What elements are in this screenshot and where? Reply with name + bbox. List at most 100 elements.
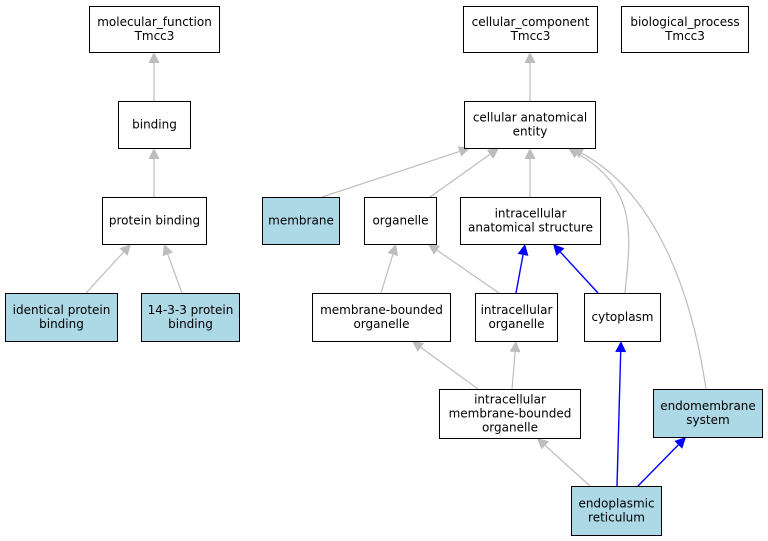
arrowhead-icon [412,341,425,352]
node-label-line: molecular_function [97,15,212,29]
node-label-line: organelle [353,317,409,331]
edge-identical-protein-binding-to-protein-binding [85,244,131,294]
node-box [460,197,601,245]
arrowhead-icon [119,244,131,256]
edge-membrane-to-cellular-anatomical-entity [321,146,470,198]
node-label-line: identical protein [13,303,111,317]
node-label-line: reticulum [588,511,645,525]
node-organelle[interactable]: organelle [364,197,437,245]
edge-cellular-anatomical-entity-to-cellular-component [524,52,536,101]
edge-intracellular-membrane-bounded-organelle-to-membrane-bounded-organelle [412,341,479,390]
edge-protein-14-3-3-binding-to-protein-binding [162,244,183,294]
node-box [463,6,598,53]
arrowhead-icon [509,341,521,353]
node-label-line: intracellular [474,393,546,407]
arrowhead-icon [148,52,160,63]
edge-line [420,346,479,390]
node-box [312,293,451,342]
edge-line [511,351,516,390]
edge-intracellular-organelle-to-intracellular-anatomical-structure [515,244,529,294]
arrowhead-icon [524,52,536,63]
node-label-line: protein binding [109,214,200,228]
node-label-line: entity [513,125,548,139]
node-membrane[interactable]: membrane [262,197,340,245]
node-label-line: anatomical structure [468,221,593,235]
arrowhead-icon [486,148,499,159]
node-label-line: intracellular [495,207,567,221]
edge-membrane-bounded-organelle-to-organelle [380,244,399,294]
node-label-line: organelle [488,317,544,331]
node-label-line: Tmcc3 [664,29,705,43]
edge-line [637,444,679,487]
node-label-line: membrane [268,214,334,228]
edge-line [85,251,125,294]
node-box [621,6,749,53]
node-label-line: organelle [482,421,538,435]
arrowhead-icon [148,148,160,159]
arrowhead-icon [428,244,441,255]
node-cytoplasm[interactable]: cytoplasm [584,293,661,342]
arrowhead-icon [674,437,686,449]
arrowhead-icon [162,244,173,257]
node-protein-binding[interactable]: protein binding [102,197,207,245]
edge-cytoplasm-to-intracellular-anatomical-structure [553,244,599,294]
node-label-line: binding [168,317,213,331]
edge-binding-to-molecular-function [148,52,160,101]
node-label-line: membrane-bounded [320,303,443,317]
edge-organelle-to-cellular-anatomical-entity [429,148,499,198]
edge-line [577,153,630,294]
edge-endoplasmic-reticulum-to-intracellular-membrane-bounded-organelle [537,438,591,487]
node-box [584,293,661,342]
node-label-line: biological_process [630,15,739,29]
node-binding[interactable]: binding [118,101,191,149]
edge-line [544,444,591,487]
arrowhead-icon [537,438,549,450]
edge-protein-binding-to-binding [148,148,160,197]
edge-line [559,251,599,294]
node-label-line: binding [132,118,177,132]
node-label-line: intracellular [481,303,553,317]
edges-layer [85,52,707,487]
edge-line [581,152,707,390]
node-box [89,6,220,53]
node-box [439,389,581,439]
node-box [653,389,763,438]
edge-endoplasmic-reticulum-to-endomembrane-system [637,437,686,487]
arrowhead-icon [524,148,536,159]
arrowhead-icon [553,244,565,256]
edge-endomembrane-system-to-cellular-anatomical-entity [572,148,707,390]
node-label-line: binding [39,317,84,331]
arrowhead-icon [572,148,585,159]
edge-line [515,254,524,294]
node-label-line: membrane-bounded [449,407,572,421]
arrowhead-icon [517,244,529,256]
node-label-line: Tmcc3 [134,29,175,43]
node-label-line: organelle [372,214,428,228]
edge-line [436,249,500,294]
node-label-line: endoplasmic [578,497,654,511]
node-box [464,101,596,149]
node-box [118,101,191,149]
edge-line [616,351,622,487]
node-box [262,197,340,245]
node-label-line: 14-3-3 protein [148,303,234,317]
node-box [475,293,558,342]
node-label-line: cytoplasm [592,310,654,324]
node-box [571,486,662,536]
node-label-line: cellular anatomical [473,111,587,125]
edge-line [167,254,183,294]
